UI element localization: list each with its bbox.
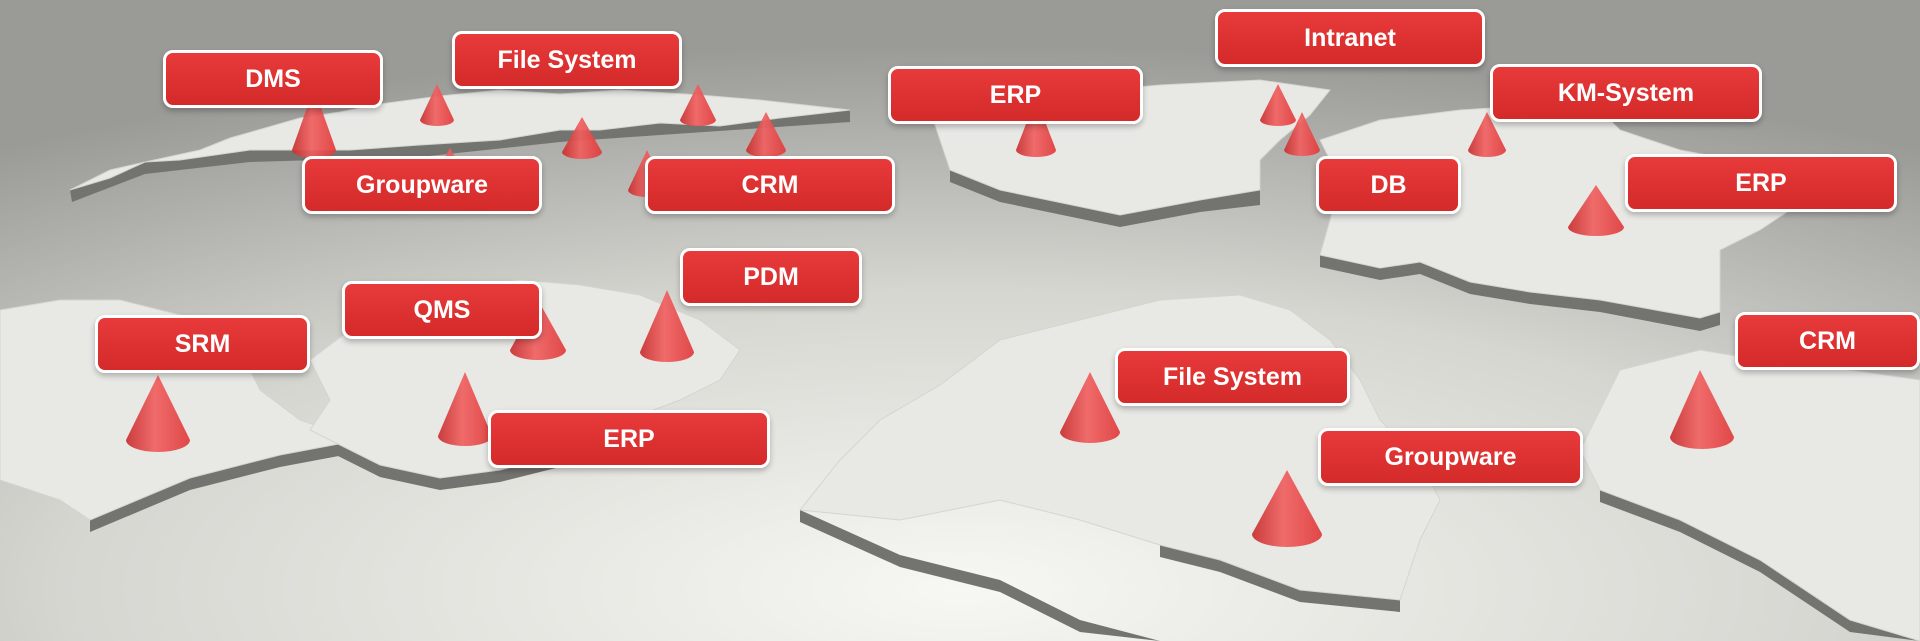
label-groupware-bottom: Groupware bbox=[1318, 428, 1583, 486]
label-db: DB bbox=[1316, 156, 1461, 214]
label-pdm: PDM bbox=[680, 248, 862, 306]
label-srm: SRM bbox=[95, 315, 310, 373]
label-erp-left: ERP bbox=[488, 410, 770, 468]
label-file-system-bottom: File System bbox=[1115, 348, 1350, 406]
label-dms: DMS bbox=[163, 50, 383, 108]
label-crm-top: CRM bbox=[645, 156, 895, 214]
label-qms: QMS bbox=[342, 281, 542, 339]
label-intranet: Intranet bbox=[1215, 9, 1485, 67]
label-erp-center: ERP bbox=[888, 66, 1143, 124]
label-erp-right: ERP bbox=[1625, 154, 1897, 212]
label-crm-right: CRM bbox=[1735, 312, 1920, 370]
label-file-system-top: File System bbox=[452, 31, 682, 89]
label-km-system: KM-System bbox=[1490, 64, 1762, 122]
label-groupware-top: Groupware bbox=[302, 156, 542, 214]
